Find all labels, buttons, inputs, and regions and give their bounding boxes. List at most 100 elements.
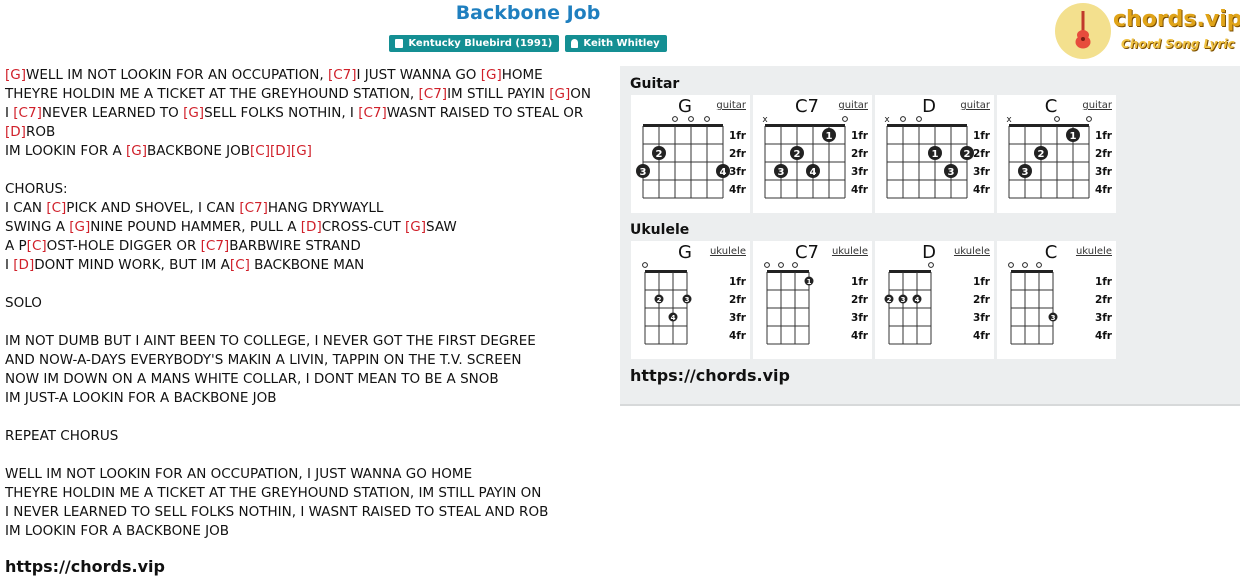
finger-dot <box>912 294 922 304</box>
lyric-text: IM LOOKIN FOR A <box>5 143 127 159</box>
lyric-text: THEYRE HOLDIN ME A TICKET AT THE GREYHOU… <box>5 86 419 102</box>
finger-dot <box>898 294 908 304</box>
open-string-marker <box>1022 262 1028 268</box>
chord-label[interactable]: [G] <box>290 143 312 159</box>
open-string-marker <box>764 262 770 268</box>
finger-number: 3 <box>1022 167 1029 178</box>
chord-label[interactable]: [C] <box>250 143 270 159</box>
finger-number: 2 <box>657 296 662 304</box>
fret-label: 4fr <box>729 184 747 196</box>
fret-label: 1fr <box>973 276 991 288</box>
chord-name: G <box>678 242 692 263</box>
fret-label: 3fr <box>851 312 869 324</box>
lyric-line: A P[C]OST-HOLE DIGGER OR [C7]BARBWIRE ST… <box>5 237 610 256</box>
chord-instrument-link[interactable]: guitar <box>838 100 868 111</box>
chord-label[interactable]: [G] <box>5 67 26 83</box>
chord-instrument-link[interactable]: ukulele <box>709 246 746 257</box>
finger-number: 1 <box>826 131 833 142</box>
open-string-marker <box>842 116 848 122</box>
lyrics-block: [G]WELL IM NOT LOOKIN FOR AN OCCUPATION,… <box>5 66 610 541</box>
lyric-line: IM JUST-A LOOKIN FOR A BACKBONE JOB <box>5 389 610 408</box>
artist-badge[interactable]: Keith Whitley <box>565 35 667 52</box>
chord-label[interactable]: [G] <box>549 86 571 102</box>
fret-label: 2fr <box>729 294 747 306</box>
chord-instrument-link[interactable]: ukulele <box>1075 246 1112 257</box>
lyric-line: THEYRE HOLDIN ME A TICKET AT THE GREYHOU… <box>5 484 610 503</box>
fret-label: 1fr <box>851 130 869 142</box>
chord-instrument-link[interactable]: ukulele <box>953 246 990 257</box>
fret-label: 2fr <box>973 294 991 306</box>
lyric-line: NOW IM DOWN ON A MANS WHITE COLLAR, I DO… <box>5 370 610 389</box>
finger-dot <box>668 312 678 322</box>
lyric-text: OST-HOLE DIGGER OR <box>46 238 201 254</box>
chord-label[interactable]: [C7] <box>418 86 448 102</box>
chord-label[interactable]: [G] <box>69 219 91 235</box>
chord-name: D <box>922 242 936 263</box>
lyric-line: CHORUS: <box>5 180 610 199</box>
lyric-line: SWING A [G]NINE POUND HAMMER, PULL A [D]… <box>5 218 610 237</box>
lyric-text: HOME <box>501 67 543 83</box>
chord-label[interactable]: [G] <box>126 143 148 159</box>
fret-label: 2fr <box>851 294 869 306</box>
lyric-text: BARBWIRE STRAND <box>229 238 361 254</box>
chord-label[interactable]: [C7] <box>239 200 268 216</box>
chord-label[interactable]: [C] <box>229 257 250 273</box>
panel-site-url[interactable]: https://chords.vip <box>630 366 790 385</box>
fret-label: 4fr <box>851 330 869 342</box>
lyric-text: BACKBONE MAN <box>249 257 365 273</box>
lyric-text: SWING A <box>5 219 70 235</box>
chord-label[interactable]: [C7] <box>13 105 42 121</box>
site-url[interactable]: https://chords.vip <box>5 557 165 576</box>
finger-number: 1 <box>932 149 939 160</box>
finger-dot <box>806 164 820 178</box>
chord-label[interactable]: [C] <box>46 200 67 216</box>
lyric-line: SOLO <box>5 294 610 313</box>
chord-label[interactable]: [D] <box>5 124 26 140</box>
chord-instrument-link[interactable]: guitar <box>960 100 990 111</box>
album-icon <box>395 39 404 48</box>
chord-label[interactable]: [C7] <box>200 238 230 254</box>
chord-instrument-link[interactable]: guitar <box>1082 100 1112 111</box>
lyric-text: I NEVER LEARNED TO SELL FOLKS NOTHIN, I … <box>5 504 549 520</box>
lyric-line: IM LOOKIN FOR A [G]BACKBONE JOB[C][D][G] <box>5 142 610 161</box>
chord-label[interactable]: [C7] <box>327 67 357 83</box>
finger-dot <box>682 294 692 304</box>
lyric-text: I <box>5 105 14 121</box>
album-badge[interactable]: Kentucky Bluebird (1991) <box>389 35 560 52</box>
chord-label[interactable]: [D] <box>300 219 322 235</box>
chord-label[interactable]: [C7] <box>358 105 387 121</box>
lyric-line: I NEVER LEARNED TO SELL FOLKS NOTHIN, I … <box>5 503 610 522</box>
fret-label: 4fr <box>1095 330 1113 342</box>
chord-label[interactable]: [C] <box>26 238 47 254</box>
open-string-marker <box>704 116 710 122</box>
lyric-line: [G]WELL IM NOT LOOKIN FOR AN OCCUPATION,… <box>5 66 610 85</box>
lyric-text: I <box>5 257 14 273</box>
lyric-text: THEYRE HOLDIN ME A TICKET AT THE GREYHOU… <box>5 485 542 501</box>
lyric-text: DONT MIND WORK, BUT IM A <box>34 257 230 273</box>
chord-instrument-link[interactable]: ukulele <box>831 246 868 257</box>
chord-instrument-link[interactable]: guitar <box>716 100 746 111</box>
lyric-line: IM NOT DUMB BUT I AINT BEEN TO COLLEGE, … <box>5 332 610 351</box>
site-logo[interactable]: chords.vip Chord Song Lyric <box>1055 3 1240 61</box>
chord-label[interactable]: [D] <box>269 143 291 159</box>
finger-number: 4 <box>915 296 920 304</box>
chord-label[interactable]: [D] <box>13 257 35 273</box>
chord-label[interactable]: [G] <box>480 67 502 83</box>
chord-label[interactable]: [G] <box>183 105 205 121</box>
finger-number: 1 <box>1070 131 1077 142</box>
finger-dot <box>652 146 666 160</box>
lyric-text: AND NOW-A-DAYS EVERYBODY'S MAKIN A LIVIN… <box>5 352 522 368</box>
chord-label[interactable]: [G] <box>405 219 427 235</box>
finger-number: 2 <box>1038 149 1045 160</box>
lyric-line: THEYRE HOLDIN ME A TICKET AT THE GREYHOU… <box>5 85 610 104</box>
